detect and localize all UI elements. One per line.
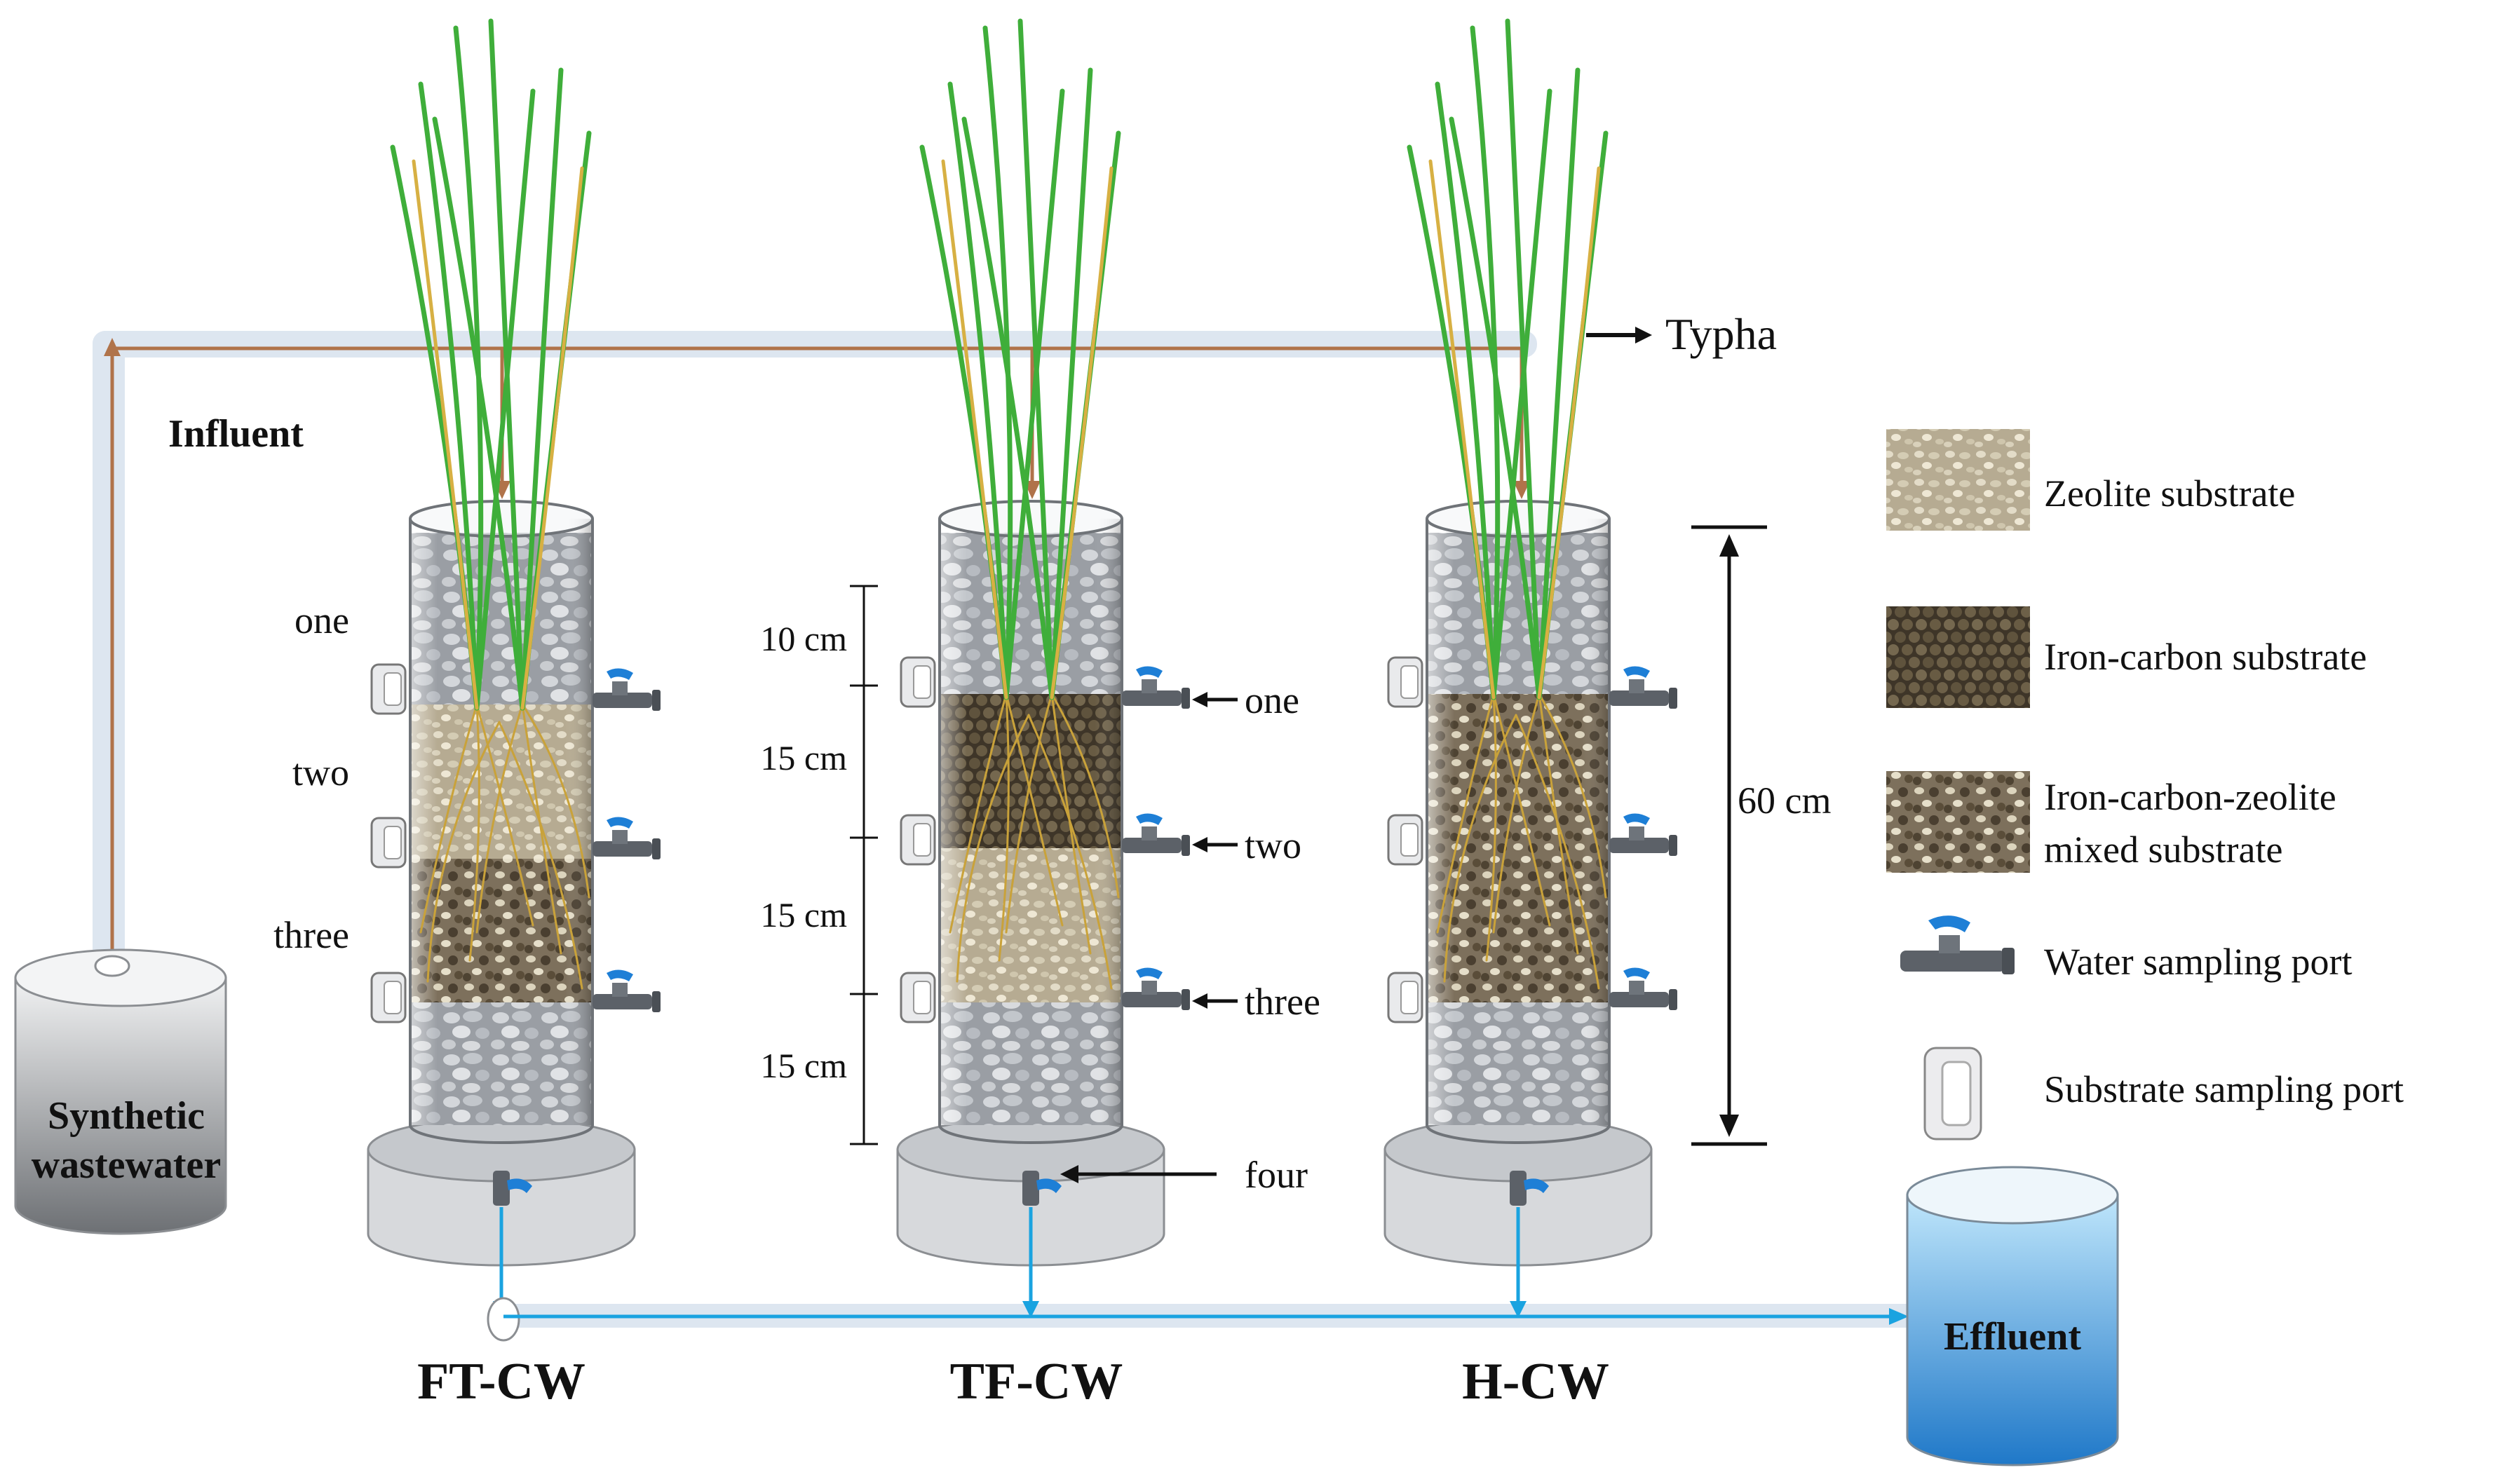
influent-pipe [93,331,1537,976]
substrate-sampling-port[interactable] [370,663,407,715]
segment-label-3: 15 cm [760,895,847,934]
water-sampling-port[interactable] [1122,813,1190,856]
legend-label-iron-carbon: Iron-carbon substrate [2044,636,2367,678]
influent-label: Influent [168,412,304,456]
column-title-h-cw: H-CW [1462,1353,1609,1410]
left-port-label-two: two [292,751,349,794]
legend-swatch-mixed [1886,771,2030,873]
water-sampling-port[interactable] [1609,813,1677,856]
legend-label-substrate-port: Substrate sampling port [2044,1068,2404,1110]
substrate-sampling-port[interactable] [370,972,407,1023]
synthetic-label-line2: wastewater [32,1143,222,1187]
legend-swatch-iron-carbon [1886,606,2030,708]
legend-label-mixed-line2: mixed substrate [2044,829,2282,871]
segment-label-4: 15 cm [760,1046,847,1085]
legend-substrate-port-icon [1923,1047,1982,1141]
right-port-arrows [1060,692,1238,1183]
legend: Zeolite substrate Iron-carbon substrate … [1886,429,2404,1141]
water-sampling-port[interactable] [593,969,661,1012]
typha-label: Typha [1665,309,1777,359]
bottom-outlet-port[interactable] [1022,1171,1062,1206]
column-ft-cw [367,18,636,1267]
water-sampling-port[interactable] [1122,666,1190,709]
water-sampling-port[interactable] [1122,967,1190,1010]
substrate-sampling-port[interactable] [1387,656,1423,708]
column-h-cw [1383,18,1653,1267]
column-tf-cw [896,18,1165,1267]
typha-plant-3 [1407,18,1609,990]
legend-swatch-zeolite [1886,429,2030,531]
typha-plant-1 [390,18,592,990]
legend-label-mixed-line1: Iron-carbon-zeolite [2044,776,2336,818]
right-port-label-four: four [1245,1154,1308,1196]
right-port-label-two: two [1245,824,1301,866]
left-port-label-one: one [295,599,349,641]
legend-water-port-icon [1900,915,2015,974]
typha-plant-2 [919,18,1121,990]
sampling-ports [370,656,1677,1206]
legend-label-zeolite: Zeolite substrate [2044,472,2295,515]
water-sampling-port[interactable] [593,817,661,859]
substrate-sampling-port[interactable] [900,656,936,708]
effluent-label: Effluent [1944,1315,2081,1359]
column-title-ft-cw: FT-CW [417,1353,586,1410]
segment-label-2: 15 cm [760,738,847,777]
right-port-label-three: three [1245,981,1320,1023]
water-sampling-port[interactable] [1609,967,1677,1010]
synthetic-wastewater-tank: Synthetic wastewater [14,948,227,1235]
substrate-sampling-port[interactable] [1387,814,1423,866]
column-title-tf-cw: TF-CW [950,1353,1123,1410]
bottom-outlet-port[interactable] [493,1171,532,1206]
effluent-tank: Effluent [1906,1166,2119,1466]
total-height-label: 60 cm [1738,780,1831,822]
segment-label-1: 10 cm [760,619,847,658]
typha-pointer [1586,327,1652,343]
segment-dimension-lines [850,585,878,1145]
left-port-label-three: three [273,914,349,956]
synthetic-label-line1: Synthetic [48,1094,205,1138]
effluent-pipe [487,1207,1932,1342]
substrate-sampling-port[interactable] [370,817,407,869]
water-sampling-port[interactable] [1609,666,1677,709]
substrate-sampling-port[interactable] [900,814,936,866]
right-port-label-one: one [1245,679,1299,721]
water-sampling-port[interactable] [593,668,661,711]
total-dimension-line [1691,525,1767,1146]
legend-label-water-port: Water sampling port [2044,941,2353,983]
substrate-sampling-port[interactable] [1387,972,1423,1023]
bottom-outlet-port[interactable] [1510,1171,1549,1206]
substrate-sampling-port[interactable] [900,972,936,1023]
